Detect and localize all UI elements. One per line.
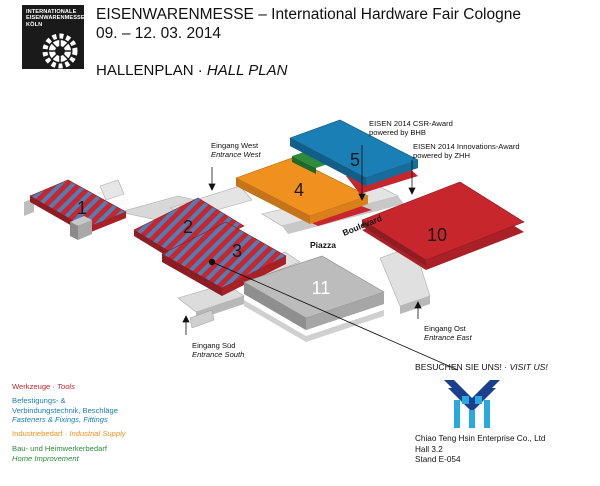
legend-home-en: Home Improvement (12, 453, 79, 463)
fair-dates: 09. – 12. 03. 2014 (96, 25, 221, 42)
hall-4: 4 (235, 157, 372, 226)
hall-10: 10 (361, 181, 525, 270)
legend-industrial: Industriebedarf · Industrial Supply (12, 429, 126, 439)
entrance-east-en: Entrance East (424, 333, 472, 342)
hall-3: 3 (161, 221, 287, 296)
hall-1: 1 (29, 179, 127, 240)
csr-award-label: EISEN 2014 CSR-Award powered by BHB (369, 119, 453, 137)
innovation-award-line-2: powered by ZHH (413, 151, 470, 160)
visit-us-heading: BESUCHEN SIE UNS! · VISIT US! (415, 362, 548, 372)
entrance-south-label: Eingang Süd Entrance South (192, 341, 244, 359)
page-title: EISENWARENMESSE – International Hardware… (96, 6, 521, 23)
entrance-south-en: Entrance South (192, 350, 245, 359)
hall-4-number: 4 (294, 180, 304, 200)
entrance-south-de: Eingang Süd (192, 341, 236, 350)
booth-hall: Hall 3.2 (415, 444, 443, 454)
leader-lines (182, 145, 459, 371)
csr-award-line-2: powered by BHB (369, 128, 426, 137)
hall-5-number: 5 (350, 150, 360, 170)
logo-line-2: EISENWARENMESSE (26, 15, 85, 22)
logo-line-3: KÖLN (26, 21, 43, 28)
legend-home: Bau- und Heimwerkerbedarf Home Improveme… (12, 444, 107, 463)
company-logo-icon (444, 380, 500, 428)
entrance-west-en: Entrance West (211, 150, 261, 159)
entrance-west-de: Eingang West (211, 141, 259, 150)
hall-10-number: 10 (427, 225, 447, 245)
booth-stand: Stand E-054 (415, 455, 461, 464)
innovation-award-line-1: EISEN 2014 Innovations-Award (413, 142, 520, 151)
plan-title-en: HALL PLAN (206, 62, 288, 79)
hall-11-number: 11 (312, 278, 331, 298)
company-name: Chiao Teng Hsin Enterprise Co., Ltd (415, 434, 546, 443)
legend-tools-de: Werkzeuge · (12, 382, 58, 391)
visit-us-en: VISIT US! (509, 362, 548, 372)
entrance-west-label: Eingang West Entrance West (211, 141, 261, 159)
logo-line-1: INTERNATIONALE (26, 9, 77, 15)
hall-3-number: 3 (232, 241, 242, 261)
legend-industrial-en: Industrial Supply (69, 429, 126, 438)
gear-icon (42, 33, 78, 69)
company-info: Chiao Teng Hsin Enterprise Co., Ltd Hall… (415, 434, 545, 466)
legend-industrial-de: Industriebedarf · (12, 429, 70, 438)
entrance-east-label: Eingang Ost Entrance East (424, 324, 472, 342)
legend-tools: Werkzeuge · Tools (12, 382, 75, 392)
legend-tools-en: Tools (57, 382, 75, 391)
piazza-label: Piazza (310, 240, 336, 250)
legend-fasteners-en: Fasteners & Fixings, Fittings (12, 415, 108, 424)
visit-us-de: BESUCHEN SIE UNS! · (415, 362, 510, 372)
csr-award-line-1: EISEN 2014 CSR-Award (369, 119, 453, 128)
fair-logo: INTERNATIONALE EISENWARENMESSE KÖLN (22, 5, 85, 69)
legend-fasteners: Befestigungs- & Verbindungstechnik, Besc… (12, 396, 118, 425)
hall-2-number: 2 (183, 217, 193, 237)
innovation-award-label: EISEN 2014 Innovations-Award powered by … (413, 142, 520, 160)
legend-home-de: Bau- und Heimwerkerbedarf (12, 444, 107, 453)
entrance-east-de: Eingang Ost (424, 324, 466, 333)
plan-title-de: HALLENPLAN · (96, 62, 207, 79)
plan-title: HALLENPLAN · HALL PLAN (96, 62, 287, 79)
legend-fasteners-de: Befestigungs- & Verbindungstechnik, Besc… (12, 396, 118, 415)
hall-5: 5 (289, 119, 419, 194)
hall-1-number: 1 (77, 198, 87, 218)
hall-11: 11 (243, 255, 385, 342)
logo-text: INTERNATIONALE EISENWARENMESSE KÖLN (26, 9, 85, 28)
